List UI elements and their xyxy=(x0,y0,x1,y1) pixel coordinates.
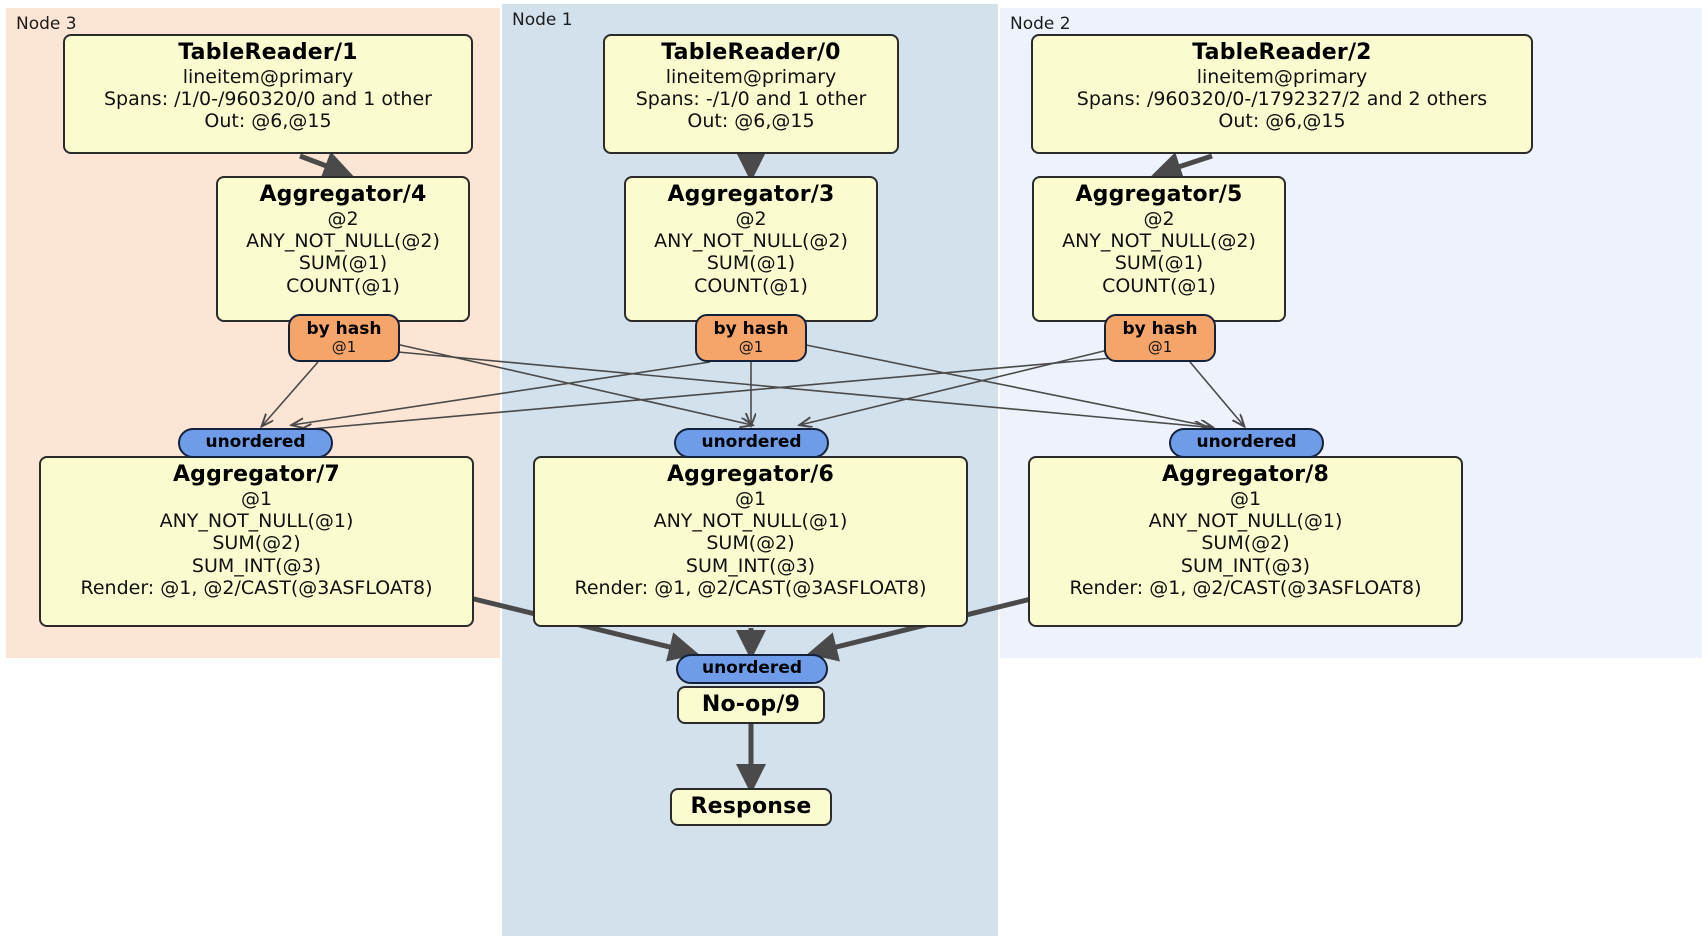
processor-detail-line: @1 xyxy=(1229,487,1262,510)
edge-hash4-to-unord8 xyxy=(397,351,1206,427)
processor-detail-line: lineitem@primary xyxy=(182,65,354,88)
processor-detail-line: SUM_INT(@3) xyxy=(191,554,322,577)
terminal-box-noop9[interactable]: No-op/9 xyxy=(677,686,825,724)
badge-hash5[interactable]: by hash@1 xyxy=(1104,314,1216,362)
edge-hash5-to-unord7 xyxy=(300,357,1113,430)
badge-unord9[interactable]: unordered xyxy=(676,654,828,684)
badge-unord6[interactable]: unordered xyxy=(674,428,829,458)
processor-detail-line: @2 xyxy=(327,207,359,230)
processor-title: Aggregator/7 xyxy=(172,462,341,487)
terminal-title: Response xyxy=(690,793,812,819)
processor-detail-line: SUM(@2) xyxy=(706,532,795,555)
badge-hash4[interactable]: by hash@1 xyxy=(288,314,400,362)
badge-label: unordered xyxy=(701,658,803,679)
processor-detail-line: ANY_NOT_NULL(@2) xyxy=(654,230,848,253)
node-region-label: Node 1 xyxy=(512,10,573,30)
processor-detail-line: @1 xyxy=(240,487,273,510)
processor-detail-line: Render: @1, @2/CAST(@3ASFLOAT8) xyxy=(80,577,433,600)
processor-detail-line: SUM(@1) xyxy=(298,252,388,275)
processor-detail-line: Out: @6,@15 xyxy=(1218,110,1346,133)
processor-detail-line: COUNT(@1) xyxy=(1102,274,1216,297)
edge-hash4-to-unord7 xyxy=(262,361,319,426)
processor-detail-line: @2 xyxy=(735,207,767,230)
terminal-box-response[interactable]: Response xyxy=(670,788,832,826)
processor-detail-line: ANY_NOT_NULL(@1) xyxy=(159,510,354,533)
processor-title: Aggregator/4 xyxy=(259,182,427,207)
processor-detail-line: Spans: -/1/0 and 1 other xyxy=(635,88,867,111)
badge-label: by hash xyxy=(1122,318,1198,339)
processor-detail-line: COUNT(@1) xyxy=(694,274,808,297)
badge-label: unordered xyxy=(205,432,306,453)
processor-detail-line: SUM(@2) xyxy=(1201,532,1290,555)
processor-detail-line: lineitem@primary xyxy=(1196,65,1368,88)
processor-detail-line: SUM_INT(@3) xyxy=(1180,554,1311,577)
badge-label: unordered xyxy=(701,432,802,453)
processor-detail-line: ANY_NOT_NULL(@2) xyxy=(1062,230,1256,253)
edge-hash3-to-unord7 xyxy=(292,361,711,425)
badge-sublabel: @1 xyxy=(738,337,764,356)
badge-label: by hash xyxy=(306,318,382,339)
processor-detail-line: Render: @1, @2/CAST(@3ASFLOAT8) xyxy=(574,577,927,600)
node-region-label: Node 3 xyxy=(16,14,77,34)
edge-hash5-to-unord8 xyxy=(1189,361,1244,426)
badge-sublabel: @1 xyxy=(331,337,357,356)
badge-label: unordered xyxy=(1196,432,1297,453)
processor-title: Aggregator/6 xyxy=(666,462,835,487)
processor-title: Aggregator/8 xyxy=(1161,462,1330,487)
processor-title: TableReader/0 xyxy=(661,40,841,65)
processor-detail-line: lineitem@primary xyxy=(665,65,837,88)
processor-title: TableReader/2 xyxy=(1192,40,1372,65)
processor-title: TableReader/1 xyxy=(178,40,358,65)
processor-detail-line: COUNT(@1) xyxy=(286,274,400,297)
terminal-title: No-op/9 xyxy=(701,691,801,717)
processor-detail-line: SUM(@1) xyxy=(1114,252,1204,275)
processor-detail-line: SUM_INT(@3) xyxy=(685,554,816,577)
badge-sublabel: @1 xyxy=(1147,337,1173,356)
badge-label: by hash xyxy=(713,318,789,339)
edge-tr1-to-agg4 xyxy=(299,151,354,180)
processor-detail-line: SUM(@1) xyxy=(706,252,796,275)
processor-detail-line: Out: @6,@15 xyxy=(687,110,815,133)
processor-detail-line: ANY_NOT_NULL(@2) xyxy=(246,230,440,253)
edge-hash3-to-unord8 xyxy=(805,344,1212,427)
badge-hash3[interactable]: by hash@1 xyxy=(695,314,807,362)
processor-detail-line: @2 xyxy=(1143,207,1175,230)
edge-hash5-to-unord6 xyxy=(800,349,1109,425)
processor-detail-line: @1 xyxy=(734,487,767,510)
processor-title: Aggregator/5 xyxy=(1075,182,1243,207)
processor-detail-line: ANY_NOT_NULL(@1) xyxy=(1148,510,1343,533)
badge-unord8[interactable]: unordered xyxy=(1169,428,1324,458)
edge-tr2-to-agg5 xyxy=(1151,152,1213,181)
processor-detail-line: SUM(@2) xyxy=(212,532,301,555)
processor-detail-line: Out: @6,@15 xyxy=(204,110,332,133)
processor-detail-line: Spans: /960320/0-/1792327/2 and 2 others xyxy=(1076,88,1488,111)
processor-detail-line: ANY_NOT_NULL(@1) xyxy=(653,510,848,533)
processor-detail-line: Spans: /1/0-/960320/0 and 1 other xyxy=(104,88,432,111)
node-region-label: Node 2 xyxy=(1010,14,1071,34)
badge-unord7[interactable]: unordered xyxy=(178,428,333,458)
processor-title: Aggregator/3 xyxy=(667,182,835,207)
processor-detail-line: Render: @1, @2/CAST(@3ASFLOAT8) xyxy=(1069,577,1422,600)
